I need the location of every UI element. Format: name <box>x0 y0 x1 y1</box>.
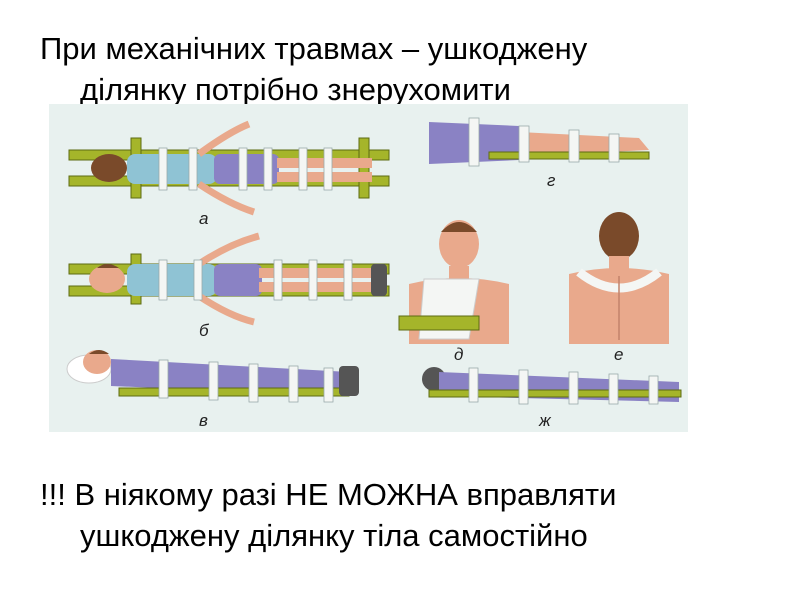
warning-line-1: !!! В ніякому разі НЕ МОЖНА вправляти <box>40 477 617 512</box>
heading-line-1: При механічних травмах – ушкоджену <box>40 31 588 66</box>
panel-e-caption: е <box>614 345 623 364</box>
slide-heading: При механічних травмах – ушкоджену ділян… <box>40 28 760 110</box>
panel-v-caption: в <box>199 411 208 430</box>
panel-g-figure <box>429 117 650 167</box>
panel-zh-caption: ж <box>538 411 552 430</box>
panel-a-figure <box>68 120 390 216</box>
panel-b-figure <box>68 232 390 326</box>
warning-line-2: ушкоджену ділянку тіла самостійно <box>80 518 588 553</box>
panel-v-figure <box>66 350 359 403</box>
panel-a-caption: а <box>199 209 208 228</box>
panel-d-figure <box>398 220 509 344</box>
immobilization-illustration: а б <box>49 104 688 432</box>
panel-g-caption: г <box>547 171 555 190</box>
warning-text: !!! В ніякому разі НЕ МОЖНА вправляти уш… <box>40 474 760 556</box>
panel-zh-figure <box>422 367 682 405</box>
panel-e-figure <box>569 212 669 344</box>
panel-d-caption: д <box>454 345 463 364</box>
heading-line-2: ділянку потрібно знерухомити <box>80 72 511 107</box>
panel-b-caption: б <box>199 321 210 340</box>
